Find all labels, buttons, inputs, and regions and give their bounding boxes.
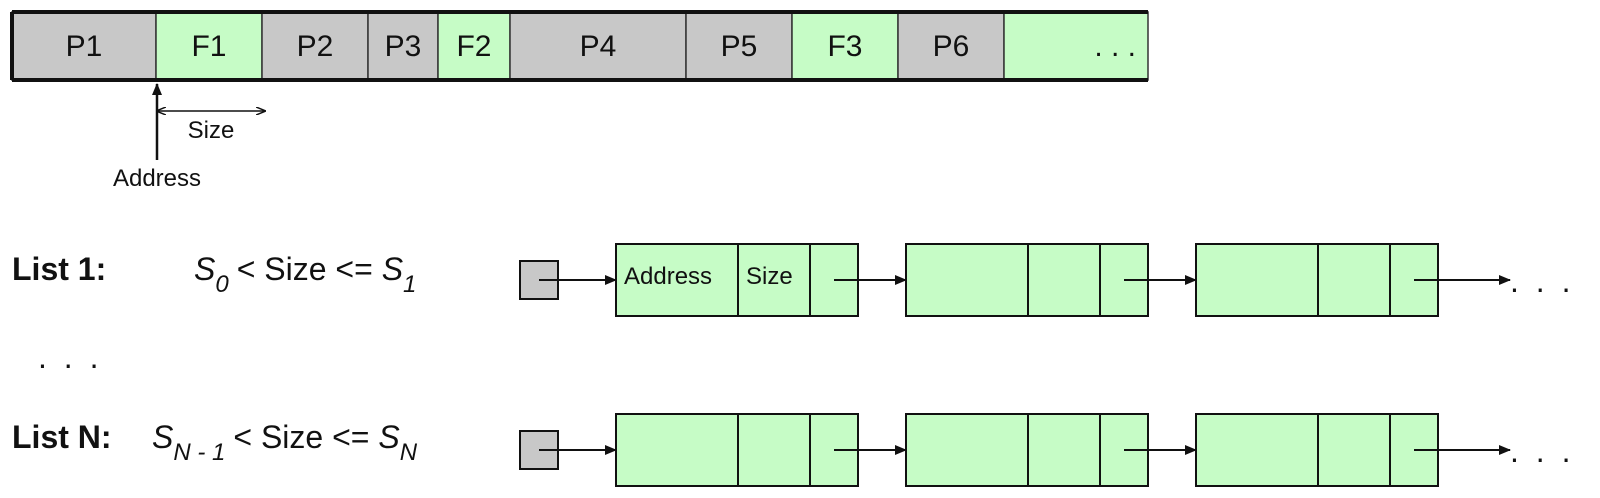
node-size-label: Size bbox=[746, 263, 793, 290]
list-node bbox=[905, 243, 1197, 317]
list-label: List N: bbox=[12, 419, 112, 455]
node-address-cell bbox=[615, 413, 739, 487]
list-node bbox=[615, 413, 907, 487]
list-size-condition: S0< Size <= S1 bbox=[194, 251, 416, 298]
segment-block bbox=[1003, 11, 1149, 81]
list-node bbox=[1195, 243, 1511, 317]
memory-segment-: . . . bbox=[1003, 11, 1149, 81]
segment-label: P6 bbox=[933, 30, 970, 63]
memory-segment-p1: P1 bbox=[11, 11, 157, 81]
segment-label: P4 bbox=[580, 30, 617, 63]
memory-segment-p5: P5 bbox=[685, 11, 793, 81]
segment-label: P1 bbox=[66, 30, 103, 63]
list-node bbox=[905, 413, 1197, 487]
node-size-cell bbox=[1027, 243, 1101, 317]
memory-segment-p4: P4 bbox=[509, 11, 687, 81]
memory-segment-f1: F1 bbox=[155, 11, 263, 81]
list-node: Address Size bbox=[615, 243, 907, 317]
memory-bar: P1 F1 P2 P3 F2 P4 P5 F3 P6 . . . bbox=[10, 10, 1149, 82]
node-address-cell bbox=[1195, 243, 1319, 317]
list-node bbox=[1195, 413, 1511, 487]
node-address-cell bbox=[905, 243, 1029, 317]
list-row-2: List N: SN - 1< Size <= SN . . . bbox=[12, 413, 1574, 487]
memory-segment-f3: F3 bbox=[791, 11, 899, 81]
segment-label: P3 bbox=[385, 30, 422, 63]
size-dimension: Size bbox=[157, 111, 265, 144]
node-address-label: Address bbox=[624, 263, 712, 290]
segment-block bbox=[155, 11, 263, 81]
node-size-cell bbox=[1027, 413, 1101, 487]
segment-block bbox=[791, 11, 899, 81]
node-size-cell bbox=[737, 413, 811, 487]
segment-block bbox=[11, 11, 157, 81]
address-label: Address bbox=[113, 165, 201, 192]
memory-segment-p2: P2 bbox=[261, 11, 369, 81]
segment-label: F1 bbox=[191, 30, 226, 63]
list-trailing-ellipsis: . . . bbox=[1510, 263, 1574, 299]
segment-label: . . . bbox=[1094, 30, 1136, 63]
segment-label: P2 bbox=[297, 30, 334, 63]
memory-segment-p6: P6 bbox=[897, 11, 1005, 81]
size-label: Size bbox=[188, 117, 235, 144]
segment-label: P5 bbox=[721, 30, 758, 63]
segment-block bbox=[509, 11, 687, 81]
list-ellipsis: . . . bbox=[38, 339, 102, 375]
segment-label: F3 bbox=[827, 30, 862, 63]
list-trailing-ellipsis: . . . bbox=[1510, 433, 1574, 469]
list-size-condition: SN - 1< Size <= SN bbox=[152, 419, 418, 466]
segment-label: F2 bbox=[456, 30, 491, 63]
memory-segment-p3: P3 bbox=[367, 11, 439, 81]
memory-segment-f2: F2 bbox=[437, 11, 511, 81]
node-size-cell bbox=[737, 243, 811, 317]
address-pointer: Address bbox=[113, 83, 201, 192]
node-address-cell bbox=[905, 413, 1029, 487]
node-size-cell bbox=[1317, 413, 1391, 487]
node-address-cell bbox=[1195, 413, 1319, 487]
list-label: List 1: bbox=[12, 251, 106, 287]
list-row-1: List 1: S0< Size <= S1 Address Size . . . bbox=[12, 243, 1574, 317]
node-size-cell bbox=[1317, 243, 1391, 317]
